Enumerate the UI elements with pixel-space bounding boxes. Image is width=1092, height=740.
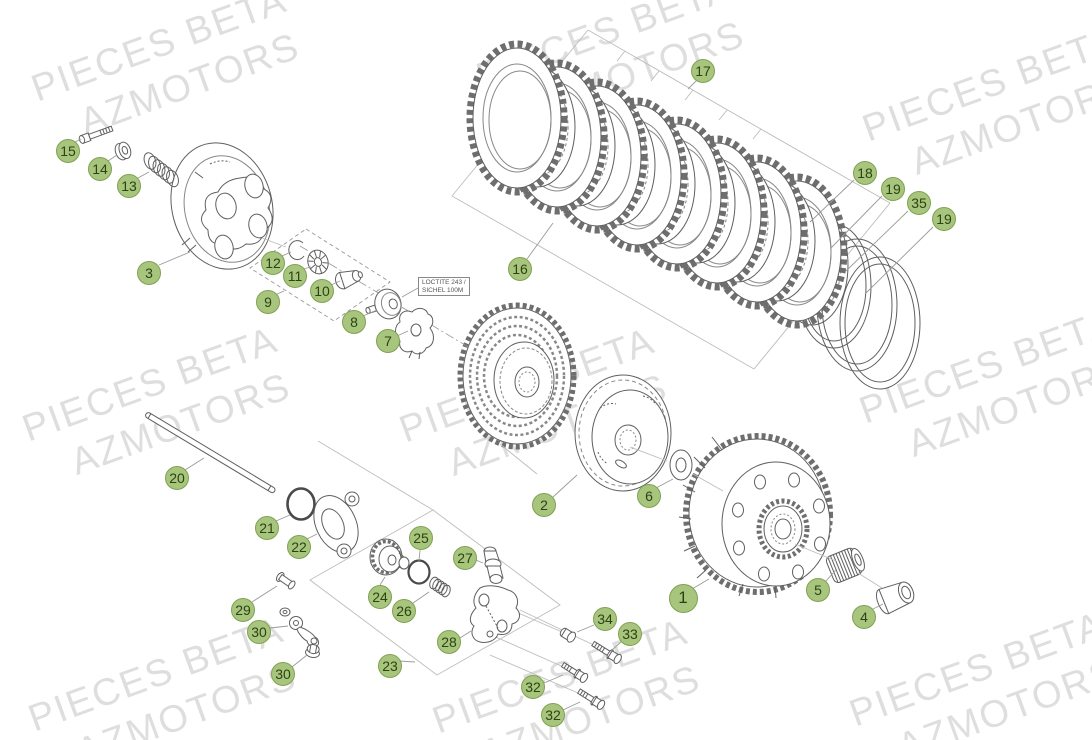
pressure-plate-3 <box>170 142 274 270</box>
callout-3[interactable]: 3 <box>137 261 161 285</box>
callout-5[interactable]: 5 <box>806 578 830 602</box>
nut-30 <box>305 643 320 659</box>
callout-1[interactable]: 1 <box>668 583 698 613</box>
pushrod-20 <box>145 412 276 494</box>
callout-14[interactable]: 14 <box>88 157 112 181</box>
circlip-12 <box>288 240 305 261</box>
callout-21[interactable]: 21 <box>255 516 279 540</box>
callout-29[interactable]: 29 <box>231 598 255 622</box>
actuator-gear-24 <box>369 538 410 576</box>
callout-26[interactable]: 26 <box>392 599 416 623</box>
gasket-plate-22 <box>313 491 360 559</box>
axis-connectors <box>261 237 883 589</box>
callout-32[interactable]: 32 <box>521 675 545 699</box>
bolt-15 <box>78 125 114 144</box>
callout-25[interactable]: 25 <box>409 526 433 550</box>
callout-30[interactable]: 30 <box>247 620 271 644</box>
callout-34[interactable]: 34 <box>593 607 617 631</box>
bolt-32a <box>560 661 589 683</box>
washer-6 <box>669 449 693 481</box>
lifter-8 <box>365 288 402 320</box>
callout-22[interactable]: 22 <box>287 535 311 559</box>
nut-34 <box>559 627 577 643</box>
axis-line <box>299 245 471 349</box>
callout-24[interactable]: 24 <box>368 585 392 609</box>
release-fork-7 <box>395 307 434 360</box>
assembly-note: LOCTITE 243 / SICHEL 100M <box>418 277 470 296</box>
callout-2[interactable]: 2 <box>532 493 556 517</box>
bolt-32b <box>576 688 606 710</box>
callout-8[interactable]: 8 <box>342 310 366 334</box>
friction-drum <box>457 302 577 450</box>
bolt-33 <box>591 640 622 664</box>
callout-6[interactable]: 6 <box>637 484 661 508</box>
spring-26 <box>429 576 451 598</box>
roller-bearing-5 <box>825 547 865 583</box>
callout-9[interactable]: 9 <box>256 290 280 314</box>
callout-7[interactable]: 7 <box>376 329 400 353</box>
callout-33[interactable]: 33 <box>618 622 642 646</box>
callout-4[interactable]: 4 <box>852 605 876 629</box>
o-ring-21 <box>286 487 316 521</box>
callout-35[interactable]: 35 <box>907 191 931 215</box>
washer-14 <box>114 141 132 161</box>
friction-plate <box>466 40 568 196</box>
clutch-inner-hub <box>574 374 672 492</box>
bracket-28 <box>469 585 520 643</box>
callout-10[interactable]: 10 <box>310 279 334 303</box>
spring-13 <box>143 152 179 188</box>
callout-32[interactable]: 32 <box>541 703 565 727</box>
note-line-2: SICHEL 100M <box>422 286 464 294</box>
note-line-1: LOCTITE 243 / <box>422 279 466 286</box>
callout-11[interactable]: 11 <box>283 264 307 288</box>
callout-27[interactable]: 27 <box>453 546 477 570</box>
pin-29 <box>275 572 296 590</box>
clutch-basket <box>678 433 833 599</box>
callout-16[interactable]: 16 <box>508 257 532 281</box>
fitting-27 <box>483 546 504 584</box>
lever-30 <box>279 607 319 648</box>
callout-18[interactable]: 18 <box>853 161 877 185</box>
leader-lines <box>74 79 934 711</box>
clutch-plate-stack <box>466 40 848 329</box>
callout-13[interactable]: 13 <box>117 174 141 198</box>
o-ring-25 <box>407 559 431 585</box>
thrust-bearing-11 <box>307 249 329 275</box>
actuator-box <box>309 440 601 697</box>
callout-30[interactable]: 30 <box>271 662 295 686</box>
bushing-4 <box>875 581 915 615</box>
callout-19[interactable]: 19 <box>932 207 956 231</box>
callout-12[interactable]: 12 <box>261 251 285 275</box>
callout-20[interactable]: 20 <box>165 466 189 490</box>
callout-17[interactable]: 17 <box>691 59 715 83</box>
callout-28[interactable]: 28 <box>437 630 461 654</box>
callout-23[interactable]: 23 <box>378 654 402 678</box>
callout-15[interactable]: 15 <box>56 139 80 163</box>
callout-19[interactable]: 19 <box>881 177 905 201</box>
lifter-piston-10 <box>335 270 363 290</box>
clutch-ring-19b <box>839 256 921 390</box>
